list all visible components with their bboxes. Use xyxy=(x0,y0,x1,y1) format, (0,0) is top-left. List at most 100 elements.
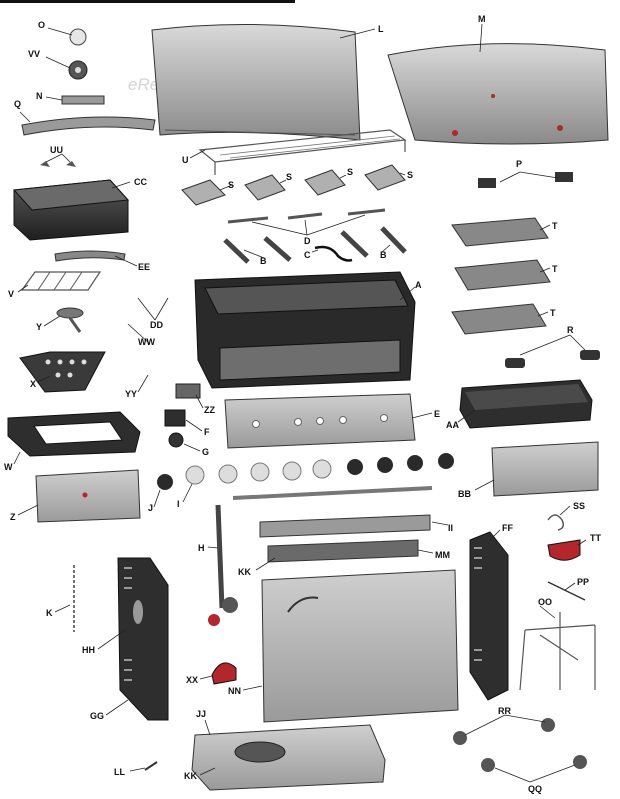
callout-mm: MM xyxy=(435,550,450,560)
callout-e: E xyxy=(434,409,440,419)
callout-w: W xyxy=(4,462,13,472)
igniter-button-g-part xyxy=(168,432,184,448)
callout-f: F xyxy=(204,427,210,437)
callout-d: D xyxy=(304,236,311,246)
callout-qq: QQ xyxy=(528,784,542,794)
callout-l: L xyxy=(378,24,384,34)
callout-g: G xyxy=(202,447,209,457)
callout-ll: LL xyxy=(114,767,125,777)
caster-r-parts xyxy=(505,350,600,368)
callout-bb: BB xyxy=(458,489,471,499)
temperature-gauge-o-part xyxy=(69,28,87,46)
callout-y: Y xyxy=(36,322,42,332)
callout-t1: T xyxy=(552,221,558,231)
callout-cc: CC xyxy=(134,177,147,187)
caster-qq-parts xyxy=(481,755,587,772)
rail-mm-part xyxy=(267,539,419,563)
callout-ee: EE xyxy=(138,262,150,272)
hose-ss-part xyxy=(547,514,565,531)
callout-kk: KK xyxy=(238,567,251,577)
callout-t2: T xyxy=(552,264,558,274)
callout-t3: T xyxy=(550,308,556,318)
hinge-p-parts xyxy=(478,172,573,188)
heat-tent-s-parts xyxy=(181,164,406,206)
callout-m: M xyxy=(478,14,486,24)
callout-i: I xyxy=(177,499,180,509)
callout-rr: RR xyxy=(498,706,511,716)
logo-plate-n-part xyxy=(61,95,105,105)
callout-q: Q xyxy=(14,99,21,109)
firebox-a-part xyxy=(194,271,416,389)
control-panel-e-part xyxy=(224,393,416,449)
callout-z: Z xyxy=(10,512,16,522)
callout-jj: JJ xyxy=(196,709,206,719)
gauge-bezel-vv-part xyxy=(68,60,88,80)
ignition-cap-xx-part xyxy=(211,662,237,685)
rail-ii-part xyxy=(259,514,431,538)
screw-ll-part xyxy=(144,761,158,771)
callout-p: P xyxy=(516,159,522,169)
callout-tt: TT xyxy=(590,533,601,543)
callout-nn: NN xyxy=(228,686,241,696)
callout-yy: YY xyxy=(125,389,137,399)
cart-door-nn-part xyxy=(261,569,459,723)
callout-s2: S xyxy=(286,172,292,182)
callout-b1: B xyxy=(260,256,267,266)
header-rule xyxy=(0,0,295,3)
manifold-h-part xyxy=(208,486,433,626)
callout-gg: GG xyxy=(90,711,104,721)
callout-xx: XX xyxy=(186,675,198,685)
callout-n: N xyxy=(36,91,43,101)
handle-brackets-uu-part xyxy=(40,161,76,167)
control-knob-j-parts xyxy=(157,453,454,490)
callout-u: U xyxy=(182,155,189,165)
callout-vv: VV xyxy=(28,49,40,59)
callout-k: K xyxy=(46,608,53,618)
callout-aa: AA xyxy=(446,420,459,430)
callout-j: J xyxy=(148,503,153,513)
warming-rack-u-part xyxy=(198,129,407,175)
leader-lines xyxy=(13,23,587,783)
callout-zz: ZZ xyxy=(204,405,215,415)
lid-handle-q-part xyxy=(21,116,156,136)
callout-s1: S xyxy=(228,180,234,190)
callout-oo: OO xyxy=(538,597,552,607)
side-burner-cc-part xyxy=(12,179,130,241)
caster-rr-parts xyxy=(453,718,555,745)
cart-panel-hh-part xyxy=(117,557,169,721)
igniter-module-f-part xyxy=(164,409,186,427)
callout-ii: II xyxy=(448,523,453,533)
crossover-tube-d-parts xyxy=(227,208,386,224)
cart-panel-ff-part xyxy=(469,531,509,701)
rod-pp-part xyxy=(547,581,586,601)
callout-v: V xyxy=(8,289,14,299)
drip-tray-x-part xyxy=(19,351,106,393)
callout-pp: PP xyxy=(577,577,589,587)
side-shelf-aa-part xyxy=(459,379,593,429)
callout-s4: S xyxy=(407,170,413,180)
regulator-tt-part xyxy=(547,539,581,561)
callout-dd: DD xyxy=(150,320,163,330)
cooking-grate-t-parts xyxy=(451,217,551,335)
callout-ff: FF xyxy=(502,523,513,533)
callout-hh: HH xyxy=(82,645,95,655)
side-panel-z-part xyxy=(35,469,141,523)
callout-ss: SS xyxy=(573,501,585,511)
side-burner-grate-v-part xyxy=(20,271,102,291)
callout-c: C xyxy=(304,250,311,260)
callout-x: X xyxy=(30,379,36,389)
side-burner-lid-part xyxy=(387,43,609,145)
side-shelf-frame-w-part xyxy=(7,411,141,457)
callout-kk-bottom: KK xyxy=(184,771,197,781)
main-lid-part xyxy=(151,23,361,141)
callout-a: A xyxy=(415,280,422,290)
burner-y-part xyxy=(56,307,84,333)
callout-ww: WW xyxy=(138,337,155,347)
igniter-wire-c-part xyxy=(314,245,353,262)
callout-b2: B xyxy=(380,250,387,260)
side-burner-trim-ee-part xyxy=(54,250,126,262)
tank-holder-oo-part xyxy=(519,612,596,691)
bottom-shelf-kk-part xyxy=(191,724,386,791)
callout-o: O xyxy=(38,20,45,30)
